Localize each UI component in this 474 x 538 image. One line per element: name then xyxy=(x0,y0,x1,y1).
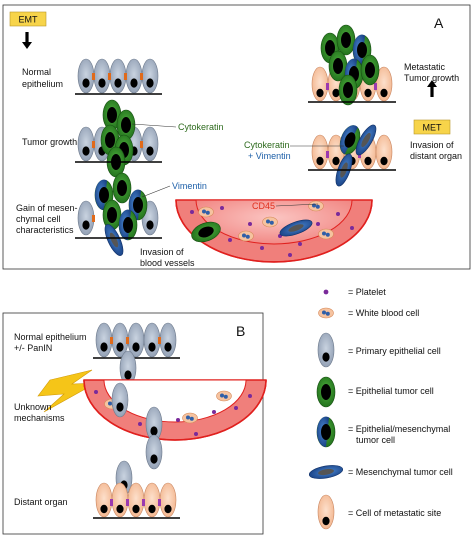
tumor-growth-label: Tumor growth xyxy=(22,137,77,147)
met-badge-label: MET xyxy=(423,123,443,133)
epithelial-tumor-cell-icon xyxy=(316,376,336,408)
cd45-pointer xyxy=(275,203,319,207)
gain-mesenchymal-label: Gain of mesen- chymal cell characteristi… xyxy=(16,203,80,235)
emt-badge-label: EMT xyxy=(19,15,39,25)
metastatic-tumor-row xyxy=(308,24,396,106)
vimentin-pointer xyxy=(141,185,171,198)
cytokeratin-label: Cytokeratin xyxy=(178,122,224,132)
legend-epithelial-tumor-cell-label: = Epithelial tumor cell xyxy=(348,386,434,396)
cytokeratin-pointer xyxy=(131,123,177,128)
panel-b-letter: B xyxy=(236,323,245,339)
legend-primary-epithelial-cell-label: = Primary epithelial cell xyxy=(348,346,441,356)
legend-epithelial-mesenchymal-tumor-cell-label: = Epithelial/mesenchymal tumor cell xyxy=(348,424,453,445)
cd45-label: CD45 xyxy=(252,201,275,211)
cell-of-metastatic-site-icon xyxy=(317,494,335,530)
blood-vessel-a xyxy=(175,199,373,263)
distant-organ-invasion-row xyxy=(308,121,396,189)
normal-epithelium-row xyxy=(75,58,162,95)
tumor-growth-row xyxy=(75,99,162,178)
epithelial-mesenchymal-tumor-cell-icon xyxy=(316,416,336,448)
normal-epithelium-panin-label: Normal epithelium +/- PanIN xyxy=(14,332,89,353)
mesenchymal-tumor-cell-icon xyxy=(307,462,345,482)
lightning-bolt-icon xyxy=(37,369,97,413)
blood-vessel-b xyxy=(83,379,267,442)
legend-platelet-label: = Platelet xyxy=(348,287,386,297)
legend: = Platelet = White blood cell = Primary … xyxy=(307,287,453,530)
invasion-distant-organ-label: Invasion of distant organ xyxy=(410,140,462,161)
emt-badge: EMT xyxy=(9,11,47,27)
invasion-blood-vessels-label: Invasion of blood vessels xyxy=(140,247,195,268)
white-blood-cell-icon xyxy=(318,307,334,319)
circulating-epithelial-cell xyxy=(145,434,163,470)
vimentin-label: Vimentin xyxy=(172,181,207,191)
legend-mesenchymal-tumor-cell-label: = Mesenchymal tumor cell xyxy=(348,467,453,477)
panel-b: B Normal epithelium +/- PanIN Unknown me… xyxy=(2,312,267,535)
legend-white-blood-cell-label: = White blood cell xyxy=(348,308,419,318)
unknown-mechanisms-label: Unknown mechanisms xyxy=(14,402,65,423)
primary-epithelial-cell-icon xyxy=(317,332,335,368)
legend-cell-of-metastatic-site-label: = Cell of metastatic site xyxy=(348,508,441,518)
panel-a-letter: A xyxy=(434,15,444,31)
panel-b-epithelium-row xyxy=(93,322,180,386)
gain-mesenchymal-row xyxy=(75,172,162,259)
metastatic-tumor-growth-label: Metastatic Tumor growth xyxy=(404,62,459,83)
distant-organ-label: Distant organ xyxy=(14,497,68,507)
cytokeratin-vimentin-label: Cytokeratin + Vimentin xyxy=(244,140,292,161)
panel-b-distant-organ-row xyxy=(93,482,180,519)
panel-a: A EMT Normal epithelium Tumor growth xyxy=(2,4,471,270)
normal-epithelium-label: Normal epithelium xyxy=(22,67,63,89)
met-badge: MET xyxy=(413,119,451,135)
platelet-icon xyxy=(323,289,329,295)
